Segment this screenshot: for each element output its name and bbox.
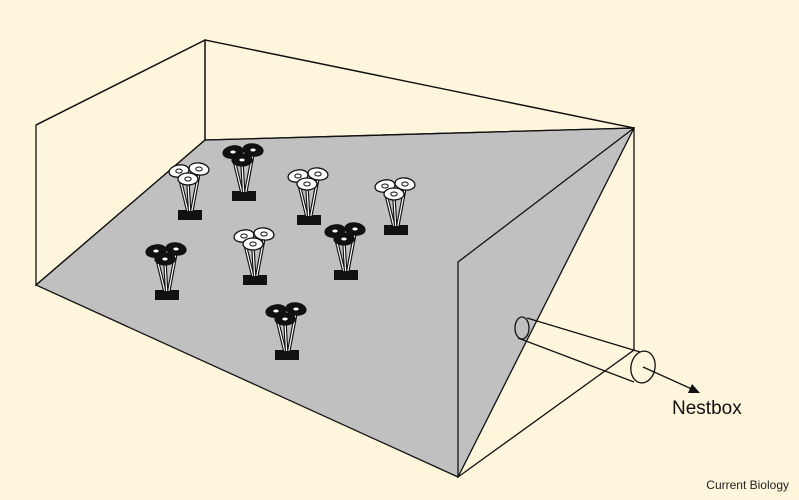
flower-center [184, 176, 192, 182]
cluster-base [297, 215, 321, 225]
flower-center [401, 181, 409, 187]
flower-center [238, 157, 246, 163]
flower-cluster-black [222, 143, 264, 201]
flower-center [331, 228, 339, 234]
flower-center [351, 226, 359, 232]
cluster-base [384, 225, 408, 235]
flower-center [303, 181, 311, 187]
flower-center [172, 246, 180, 252]
flower-center [152, 248, 160, 254]
cluster-base [155, 290, 179, 300]
flower-cluster-black [145, 242, 187, 300]
flower-cluster-white [233, 227, 275, 285]
flower-center [249, 147, 257, 153]
flower-center [229, 149, 237, 155]
flower-center [340, 236, 348, 242]
flower-center [195, 166, 203, 172]
nestbox-arrow [642, 366, 700, 393]
flower-cluster-black [265, 302, 307, 360]
flower-center [260, 231, 268, 237]
flower-center [292, 306, 300, 312]
flower-cluster-white [287, 167, 329, 225]
cluster-base [334, 270, 358, 280]
flower-cluster-white [168, 162, 210, 220]
arena-top-rim [35, 39, 635, 129]
exit-tube [514, 316, 656, 384]
cluster-base [243, 275, 267, 285]
flower-cluster-white [374, 177, 416, 235]
flower-cluster-black [324, 222, 366, 280]
cluster-base [178, 210, 202, 220]
arena-floor [34, 127, 636, 478]
flower-center [281, 316, 289, 322]
cluster-base [275, 350, 299, 360]
flower-center [390, 191, 398, 197]
arena-back-wall [204, 39, 635, 141]
flower-center [249, 241, 257, 247]
nestbox-label: Nestbox [672, 398, 742, 419]
credit-label: Current Biology [706, 478, 789, 492]
flower-clusters [145, 143, 416, 360]
flower-center [240, 233, 248, 239]
flower-center [314, 171, 322, 177]
flower-center [161, 256, 169, 262]
cluster-base [232, 191, 256, 201]
flower-center [175, 168, 183, 174]
flower-center [294, 173, 302, 179]
flower-center [272, 308, 280, 314]
flower-center [381, 183, 389, 189]
